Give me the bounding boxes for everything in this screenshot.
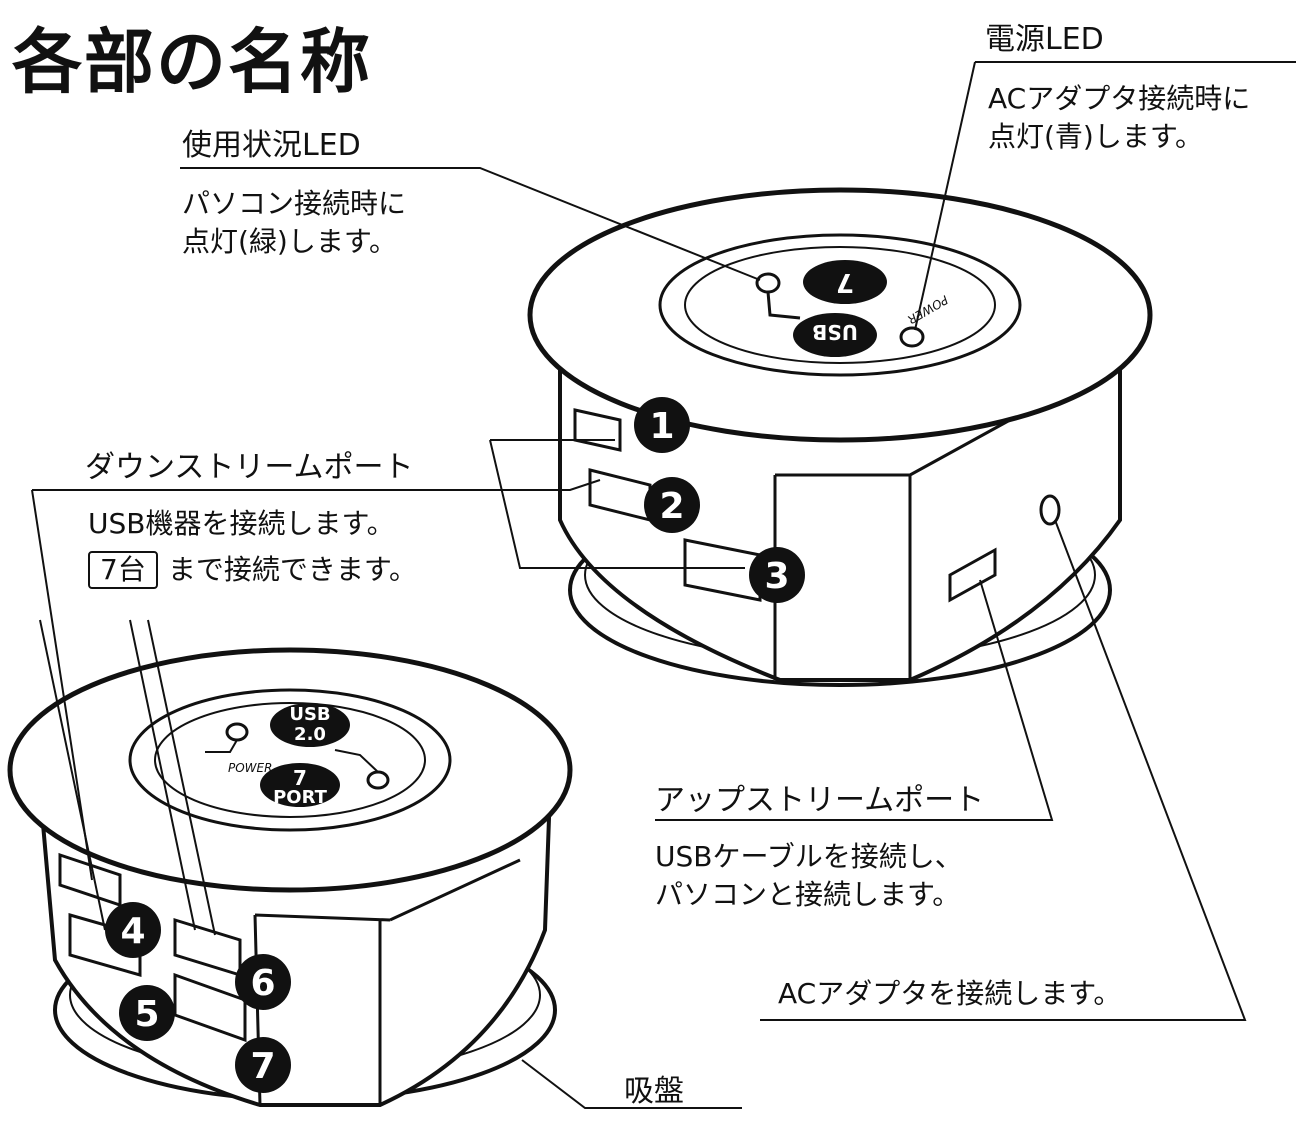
downstream-desc-line1: USB機器を接続します。: [88, 507, 395, 540]
hub-right: [527, 187, 1153, 687]
usage-led-right: [755, 272, 781, 294]
svg-text:3: 3: [764, 556, 789, 597]
port-badge-1: 1: [634, 397, 690, 453]
usage-led-desc: パソコン接続時に 点灯(緑)します。: [182, 185, 406, 261]
downstream-desc: USB機器を接続します。 7台まで接続できます。: [88, 505, 417, 589]
hub-left-port-text: PORT: [273, 787, 328, 808]
port-badge-3: 3: [749, 547, 805, 603]
upstream-desc-line1: USBケーブルを接続し、: [655, 840, 963, 873]
page-title: 各部の名称: [12, 21, 372, 103]
port-badge-7: 7: [235, 1037, 291, 1093]
hub-left-ver-text: 2.0: [294, 724, 326, 745]
port-badge-5: 5: [119, 985, 175, 1041]
svg-text:4: 4: [120, 911, 145, 952]
upstream-port: [948, 547, 997, 603]
svg-text:7: 7: [250, 1046, 275, 1087]
hub-right-usb-text: USB: [812, 320, 858, 344]
svg-text:1: 1: [649, 406, 674, 447]
usage-led-desc-line2: 点灯(緑)します。: [182, 225, 398, 258]
downstream-count-box: 7台: [88, 551, 158, 589]
usage-led-label: 使用状況LED: [182, 128, 361, 163]
svg-text:2: 2: [659, 486, 684, 527]
power-led-desc: ACアダプタ接続時に 点灯(青)します。: [988, 80, 1250, 156]
port-badge-4: 4: [105, 902, 161, 958]
hub-right-7-text: 7: [836, 267, 854, 297]
hub-left-7-text: 7: [293, 766, 307, 790]
upstream-label: アップストリームポート: [655, 783, 985, 818]
ac-jack: [1039, 494, 1061, 526]
upstream-desc: USBケーブルを接続し、 パソコンと接続します。: [655, 838, 963, 914]
downstream-desc-line2-row: 7台まで接続できます。: [88, 551, 417, 589]
hub-left-usb-text: USB: [289, 704, 330, 725]
upstream-desc-line2: パソコンと接続します。: [655, 878, 961, 911]
hub-left-power-text: POWER: [228, 761, 272, 775]
power-led-desc-line1: ACアダプタ接続時に: [988, 82, 1251, 115]
power-led-desc-line2: 点灯(青)します。: [988, 120, 1204, 153]
hub-right-top-ring: [658, 233, 1022, 377]
suction-cup-label: 吸盤: [624, 1074, 684, 1109]
ac-adapter-label: ACアダプタを接続します。: [778, 977, 1122, 1010]
downstream-desc-line2: まで接続できます。: [167, 553, 418, 586]
port-badge-2: 2: [644, 477, 700, 533]
leader-lines: [31, 61, 1296, 1109]
power-led-label: 電源LED: [985, 22, 1104, 57]
usage-led-desc-line1: パソコン接続時に: [182, 187, 407, 220]
downstream-label: ダウンストリームポート: [85, 450, 414, 485]
svg-text:6: 6: [250, 963, 275, 1004]
svg-text:5: 5: [134, 994, 159, 1035]
port-badge-6: 6: [235, 954, 291, 1010]
power-led-right: [899, 326, 925, 348]
